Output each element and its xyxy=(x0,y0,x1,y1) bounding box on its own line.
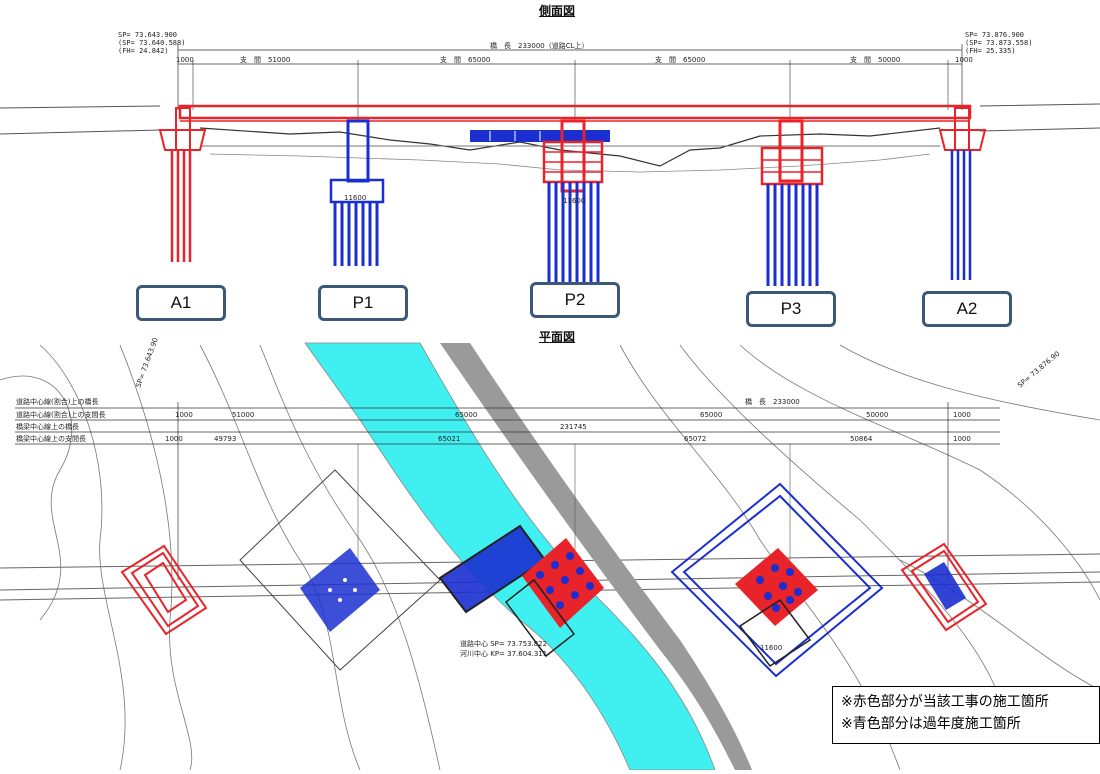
abutment-a1-plan xyxy=(120,544,208,636)
plan-center-label-2: 河川中心 KP= 37.604.311 xyxy=(460,649,547,658)
support-label-a2: A2 xyxy=(922,291,1012,327)
right-sp2-text: (SP= 73.873.558) xyxy=(965,39,1032,47)
plan-r2-4: 50000 xyxy=(866,411,888,419)
plan-row-label-2: 道路中心線(割合)上の支間長 xyxy=(16,410,105,419)
left-sp2-text: (SP= 73.640.588) xyxy=(118,39,185,47)
edge-dim-right: 1000 xyxy=(955,56,973,64)
abutment-a2-side xyxy=(938,107,987,280)
plan-r4-4: 50864 xyxy=(850,435,873,443)
abutment-a2-plan xyxy=(900,542,988,632)
span-2-text: 支 間 65000 xyxy=(440,55,490,64)
highway xyxy=(440,343,752,770)
support-label-p2: P2 xyxy=(530,282,620,318)
p1-footing-dim: 11600 xyxy=(344,194,366,202)
p3-footing-dim: 11600 xyxy=(760,644,782,652)
plan-row-label-1: 道路中心線(割合)上の橋長 xyxy=(16,397,98,406)
abutment-a1-side xyxy=(158,107,207,262)
plan-r4-2: 65021 xyxy=(438,435,460,443)
plan-r4-3: 65072 xyxy=(684,435,706,443)
plan-r2-2: 65000 xyxy=(455,411,477,419)
pier-p3-plan: 11600 xyxy=(670,482,884,678)
plan-r2-0: 1000 xyxy=(175,411,193,419)
plan-r2-1: 51000 xyxy=(232,411,254,419)
span-1-text: 支 間 51000 xyxy=(240,55,290,64)
side-view-title: 側面図 xyxy=(539,4,576,18)
support-label-p3: P3 xyxy=(746,291,836,327)
total-length-text: 橋 長 233000（道路CL上） xyxy=(490,41,589,50)
plan-r4-5: 1000 xyxy=(953,435,971,443)
right-fh-text: (FH= 25.335) xyxy=(965,47,1016,55)
edge-dim-left: 1000 xyxy=(176,56,194,64)
plan-view-title: 平面図 xyxy=(539,330,576,344)
plan-view: 道路中心線(割合)上の橋長 道路中心線(割合)上の支間長 橋梁中心線上の橋長 橋… xyxy=(0,337,1100,771)
plan-row-label-3: 橋梁中心線上の橋長 xyxy=(16,422,79,431)
support-label-a1: A1 xyxy=(136,285,226,321)
span-3-text: 支 間 65000 xyxy=(655,55,705,64)
legend-note: ※赤色部分が当該工事の施工箇所 ※青色部分は過年度施工箇所 xyxy=(832,686,1100,744)
plan-r2-3: 65000 xyxy=(700,411,722,419)
plan-r4-1: 49793 xyxy=(214,435,236,443)
side-view: SP= 73.643.900 (SP= 73.640.588) (FH= 24.… xyxy=(0,31,1100,286)
support-label-p1: P1 xyxy=(318,285,408,321)
pier-p2-side: 11600 xyxy=(470,119,610,282)
right-sp-text: SP= 73.876.900 xyxy=(965,31,1024,39)
plan-row-label-4: 橋梁中心線上の支間長 xyxy=(16,434,86,443)
plan-center-label-1: 道路中心 SP= 73.753.822 xyxy=(460,639,547,648)
legend-line-past: ※青色部分は過年度施工箇所 xyxy=(841,716,1021,732)
left-fh-text: (FH= 24.842) xyxy=(118,47,169,55)
plan-r2-5: 1000 xyxy=(953,411,971,419)
plan-r3-total: 231745 xyxy=(560,423,587,431)
left-sp-text: SP= 73.643.900 xyxy=(118,31,177,39)
p2-footing-dim: 11600 xyxy=(563,197,585,205)
pier-p1-plan xyxy=(239,469,441,671)
plan-r4-0: 1000 xyxy=(165,435,183,443)
plan-total-length: 橋 長 233000 xyxy=(745,397,800,406)
legend-line-current: ※赤色部分が当該工事の施工箇所 xyxy=(841,694,1049,710)
plan-right-sp: SP= 73.876.90 xyxy=(1016,350,1061,390)
pier-p3-side xyxy=(760,119,824,286)
pier-p2-plan: 道路中心 SP= 73.753.822 河川中心 KP= 37.604.311 xyxy=(438,524,604,658)
plan-left-sp: SP= 73.643.90 xyxy=(134,337,159,389)
pier-p1-side: 11600 xyxy=(329,119,385,266)
span-4-text: 支 間 50000 xyxy=(850,55,900,64)
